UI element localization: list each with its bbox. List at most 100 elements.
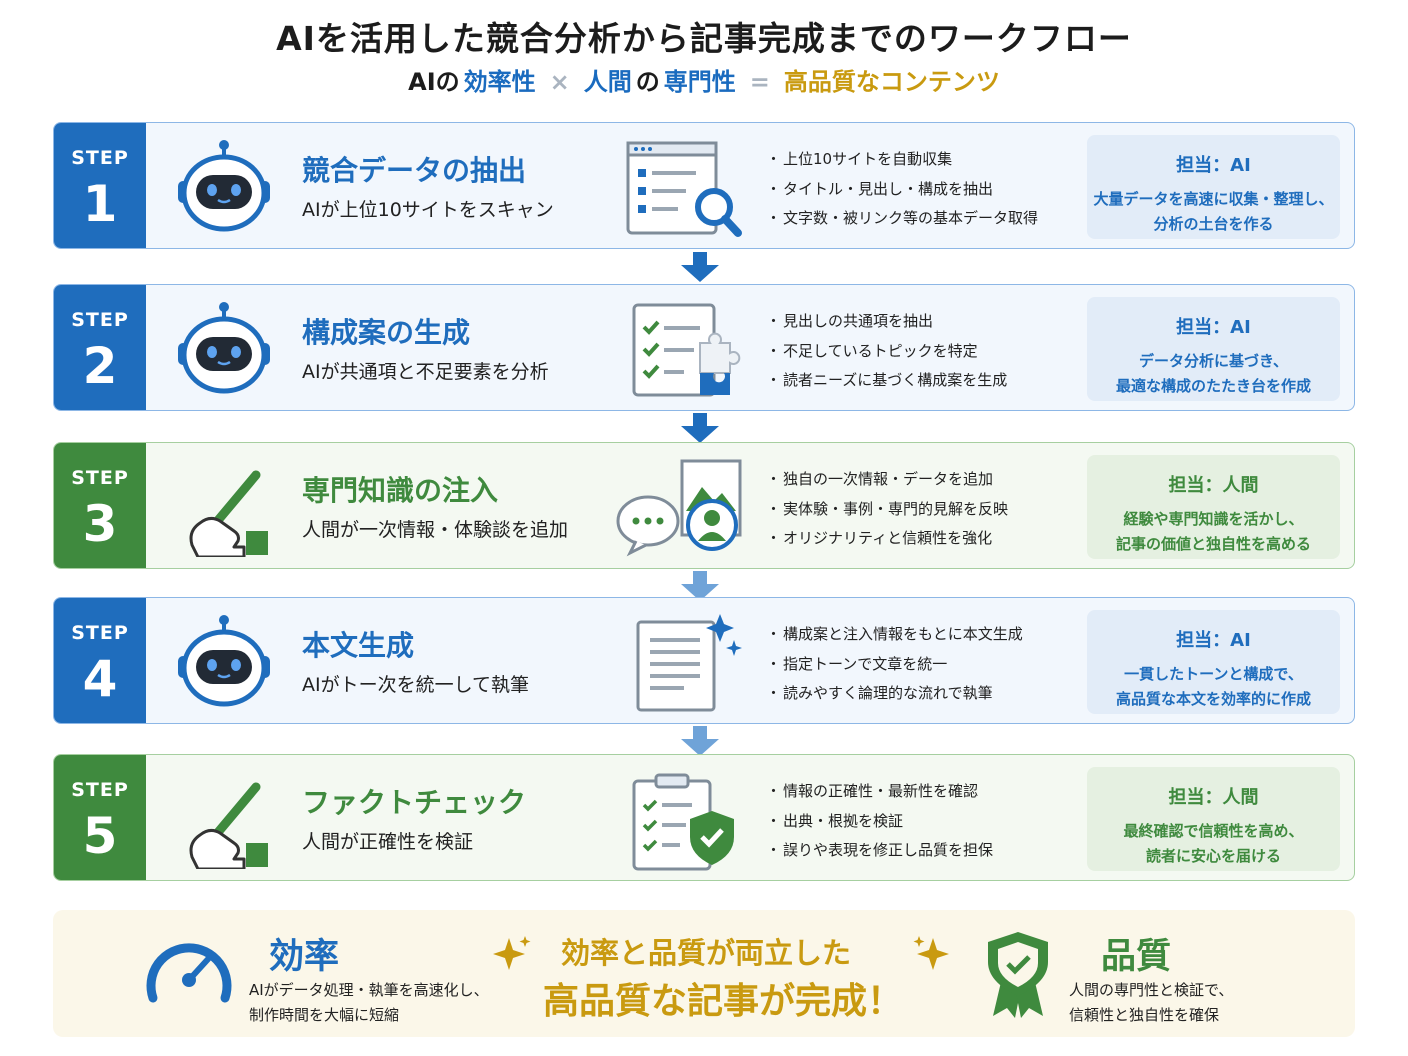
role-line: 経験や専門知識を活かし、 — [1123, 510, 1304, 528]
role-description: 最終確認で信頼性を高め、読者に安心を届ける — [1087, 819, 1340, 869]
role-description: 一貫したトーンと構成で、高品質な本文を効率的に作成 — [1087, 662, 1340, 712]
subtitle-human: 人間 — [583, 68, 632, 96]
step-title: 構成案の生成 — [302, 316, 471, 349]
subtitle-equals: = — [749, 68, 770, 96]
role-line: 分析の土台を作る — [1153, 215, 1274, 233]
step-label: STEP — [71, 309, 129, 331]
role-line: 大量データを高速に収集・整理し、 — [1093, 190, 1334, 208]
step-bullet: タイトル・見出し・構成を抽出 — [766, 175, 1038, 205]
step-badge: STEP 2 — [54, 285, 146, 410]
subtitle-ai: AIの — [408, 68, 460, 96]
step-badge: STEP 3 — [54, 443, 146, 568]
down-arrow-icon — [681, 252, 719, 282]
step-badge: STEP 5 — [54, 755, 146, 880]
step-badge: STEP 1 — [54, 123, 146, 248]
role-line: 一貫したトーンと構成で、 — [1124, 665, 1303, 683]
step-bullet: 見出しの共通項を抽出 — [766, 307, 1007, 337]
step-bullet-list: 見出しの共通項を抽出 不足しているトピックを特定 読者ニーズに基づく構成案を生成 — [766, 307, 1007, 396]
step-bullet-list: 情報の正確性・最新性を確認 出典・根拠を検証 誤りや表現を修正し品質を担保 — [766, 777, 993, 866]
role-box: 担当：人間 最終確認で信頼性を高め、読者に安心を届ける — [1087, 767, 1340, 871]
step-bullet-list: 構成案と注入情報をもとに本文生成 指定トーンで文章を統一 読みやすく論理的な流れ… — [766, 620, 1023, 709]
down-arrow-icon — [681, 413, 719, 443]
role-description: 大量データを高速に収集・整理し、分析の土台を作る — [1087, 187, 1340, 237]
subtitle-result: 高品質なコンテンツ — [783, 68, 1000, 96]
down-arrow-icon — [681, 571, 719, 601]
step-bullet-list: 独自の一次情報・データを追加 実体験・事例・専門的見解を反映 オリジナリティと信… — [766, 465, 1008, 554]
summary-headline: 効率と品質が両立した — [561, 936, 852, 970]
document-sparkle-icon — [636, 614, 742, 712]
role-title: 担当：人間 — [1168, 475, 1259, 496]
step-bullet: 上位10サイトを自動収集 — [766, 145, 1038, 175]
sparkle-icon — [493, 936, 531, 970]
step-bullet: 情報の正確性・最新性を確認 — [766, 777, 993, 807]
step-number: 4 — [82, 650, 118, 708]
efficiency-line: AIがデータ処理・執筆を高速化し、 — [249, 981, 489, 999]
robot-icon — [178, 140, 270, 232]
efficiency-title: 効率 — [269, 937, 340, 977]
quality-line: 人間の専門性と検証で、 — [1069, 981, 1234, 999]
step-number: 3 — [82, 495, 118, 553]
down-arrow-icon — [681, 726, 719, 756]
role-title: 担当：AI — [1176, 155, 1251, 176]
step-label: STEP — [71, 779, 129, 801]
step-bullet: 読者ニーズに基づく構成案を生成 — [766, 366, 1007, 396]
step-3-card: STEP 3 専門知識の注入 人間が一次情報・体験談を追加 独自の一次情報・デー… — [53, 442, 1355, 569]
role-title: 担当：AI — [1176, 630, 1251, 651]
sparkle-icon — [913, 936, 949, 970]
speedometer-icon — [146, 943, 232, 1003]
step-bullet: 実体験・事例・専門的見解を反映 — [766, 495, 1008, 525]
step-bullet: 誤りや表現を修正し品質を担保 — [766, 836, 993, 866]
step-4-card: STEP 4 本文生成 AIがトー次を統一して執筆 構成案と注入情報をもとに本文… — [53, 597, 1355, 724]
step-title: ファクトチェック — [302, 786, 527, 819]
step-bullet: 構成案と注入情報をもとに本文生成 — [766, 620, 1023, 650]
role-line: 最終確認で信頼性を高め、 — [1123, 822, 1304, 840]
step-bullet: 文字数・被リンク等の基本データ取得 — [766, 204, 1038, 234]
step-5-card: STEP 5 ファクトチェック 人間が正確性を検証 情報の正確性・最新性を確認 … — [53, 754, 1355, 881]
step-bullet: 不足しているトピックを特定 — [766, 337, 1007, 367]
search-document-icon — [626, 141, 742, 237]
subtitle-no: の — [635, 68, 660, 96]
step-number: 5 — [82, 807, 118, 865]
role-title: 担当：AI — [1176, 317, 1251, 338]
step-label: STEP — [71, 467, 129, 489]
robot-icon — [178, 302, 270, 394]
step-bullet: 読みやすく論理的な流れで執筆 — [766, 679, 1023, 709]
step-description: AIが共通項と不足要素を分析 — [302, 361, 549, 383]
role-box: 担当：AI 一貫したトーンと構成で、高品質な本文を効率的に作成 — [1087, 610, 1340, 714]
step-description: AIがトー次を統一して執筆 — [302, 674, 530, 696]
role-box: 担当：AI 大量データを高速に収集・整理し、分析の土台を作る — [1087, 135, 1340, 239]
quality-line: 信頼性と独自性を確保 — [1069, 1006, 1220, 1024]
role-line: 高品質な本文を効率的に作成 — [1115, 690, 1311, 708]
role-box: 担当：AI データ分析に基づき、最適な構成のたたき台を作成 — [1087, 297, 1340, 401]
chat-photo-person-icon — [616, 459, 742, 557]
role-description: データ分析に基づき、最適な構成のたたき台を作成 — [1087, 349, 1340, 399]
step-badge: STEP 4 — [54, 598, 146, 723]
subtitle-efficiency: 効率性 — [463, 68, 536, 96]
step-number: 1 — [82, 175, 118, 233]
step-title: 専門知識の注入 — [302, 474, 499, 507]
clipboard-shield-icon — [632, 773, 734, 871]
step-description: 人間が正確性を検証 — [302, 831, 474, 853]
hand-pen-icon — [189, 782, 268, 869]
step-number: 2 — [82, 337, 118, 395]
step-bullet: 指定トーンで文章を統一 — [766, 650, 1023, 680]
quality-description: 人間の専門性と検証で、 信頼性と独自性を確保 — [1069, 978, 1233, 1028]
step-label: STEP — [71, 147, 129, 169]
role-line: データ分析に基づき、 — [1139, 352, 1288, 370]
quality-title: 品質 — [1101, 937, 1172, 977]
page-title: AIを活用した競合分析から記事完成までのワークフロー — [276, 19, 1132, 58]
step-bullet: 出典・根拠を検証 — [766, 807, 993, 837]
step-label: STEP — [71, 622, 129, 644]
step-title: 本文生成 — [302, 629, 415, 662]
role-line: 読者に安心を届ける — [1145, 847, 1281, 865]
subtitle-times: × — [549, 68, 570, 96]
role-title: 担当：人間 — [1168, 787, 1259, 808]
role-line: 記事の価値と独自性を高める — [1115, 535, 1311, 553]
checklist-puzzle-icon — [632, 303, 741, 397]
quality-medal-icon — [988, 932, 1048, 1018]
robot-icon — [178, 615, 270, 707]
step-bullet: オリジナリティと信頼性を強化 — [766, 524, 1008, 554]
summary-panel: 効率 AIがデータ処理・執筆を高速化し、 制作時間を大幅に短縮 効率と品質が両立… — [53, 910, 1355, 1037]
step-bullet-list: 上位10サイトを自動収集 タイトル・見出し・構成を抽出 文字数・被リンク等の基本… — [766, 145, 1038, 234]
step-description: AIが上位10サイトをスキャン — [302, 199, 554, 221]
